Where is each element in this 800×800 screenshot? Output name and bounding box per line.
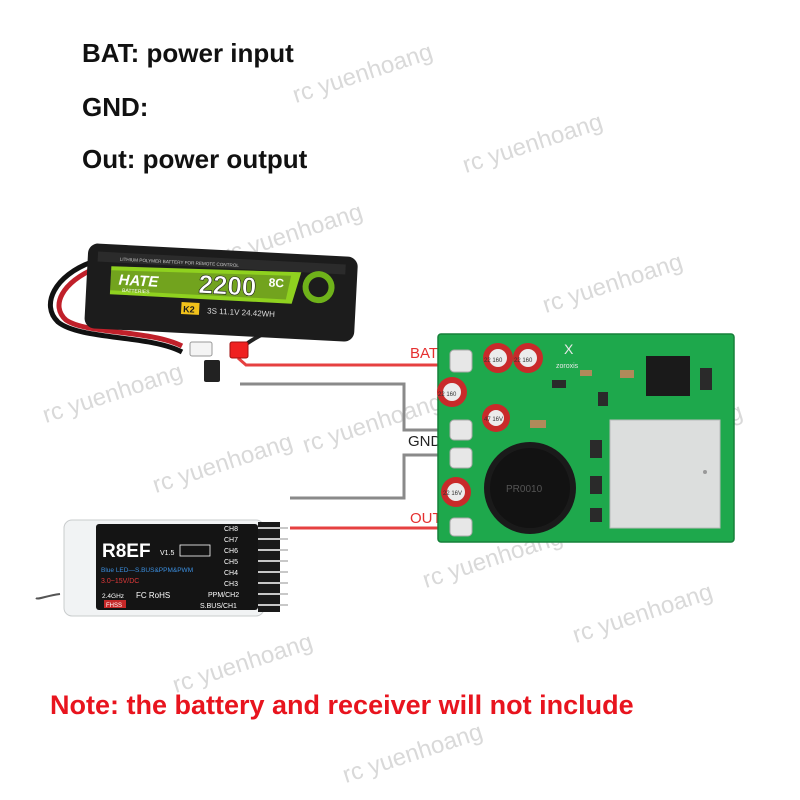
lipo-battery: LITHIUM POLYMER BATTERY FOR REMOTE CONTR… [47,243,358,382]
receiver-gnd-wire [290,453,452,500]
battery-spec: 3S 11.1V 24.42WH [207,306,275,319]
bat-wire-label: BAT [410,345,438,362]
out-wire-label: OUT [410,510,442,527]
battery-tag: K2 [183,304,195,315]
battery-gnd-wire [240,382,452,432]
bat-pad [449,349,473,373]
gnd-pad-2 [449,447,473,469]
cap-label: 22 160 [438,392,457,398]
battery-brand-sub: BATTERIES [122,288,150,295]
battery-capacity: 2200 [198,269,257,302]
battery-brand: HATE [118,272,160,291]
legend-gnd: GND: [82,92,149,122]
note-text: Note: the battery and receiver will not … [50,690,634,720]
balance-connector [189,341,213,357]
xt-connector [229,341,249,359]
out-pad [449,517,473,537]
cap-label: 47 16V [484,417,503,423]
battery-red-wire [237,356,452,367]
channel-label: S.BUS/CH1 [200,603,237,610]
receiver-freq: 2.4GHz [102,593,124,600]
channel-label: CH7 [224,537,238,544]
channel-label: CH4 [224,570,238,577]
receiver-model: R8EF [102,541,151,562]
receiver-voltage: 3.0~15V/DC [101,578,139,585]
board-logo: zoroxis [556,363,579,370]
jst-connector [204,360,220,382]
cap-label: 22 16V [443,491,462,497]
battery-header-text: LITHIUM POLYMER BATTERY FOR REMOTE CONTR… [120,257,240,268]
receiver-cert: FC RoHS [136,591,170,600]
receiver-fhss: FHSS [106,603,122,609]
pin-header [258,527,288,606]
battery-rate: 8C [268,276,284,291]
cap-label: 22 160 [484,358,503,364]
channel-label: CH6 [224,548,238,555]
cap-label: 22 160 [514,358,533,364]
receiver-version: V1.5 [160,550,175,557]
receiver-mode-line: Blue LED—S.BUS&PPM&PWM [101,567,193,574]
rc-receiver: R8EF V1.5 Blue LED—S.BUS&PPM&PWM 3.0~15V… [35,519,288,617]
gnd-pad-1 [449,419,473,441]
inductor-label: PR0010 [506,484,543,495]
channel-label: CH8 [224,526,238,533]
wires [237,356,452,530]
board-logo-mark: X [564,341,574,357]
legend-out: Out: power output [82,144,308,174]
capacitors: 22 160 22 160 22 160 47 16V 22 16V [437,343,543,507]
gnd-wire-label: GND [408,433,442,450]
channel-label: CH3 [224,581,238,588]
power-board: 22 160 22 160 22 160 47 16V 22 16V X zor… [437,333,735,543]
legend-bat: BAT: power input [82,38,294,68]
thermal-pad [609,419,721,529]
channel-label: PPM/CH2 [208,592,239,599]
channel-label: CH5 [224,559,238,566]
